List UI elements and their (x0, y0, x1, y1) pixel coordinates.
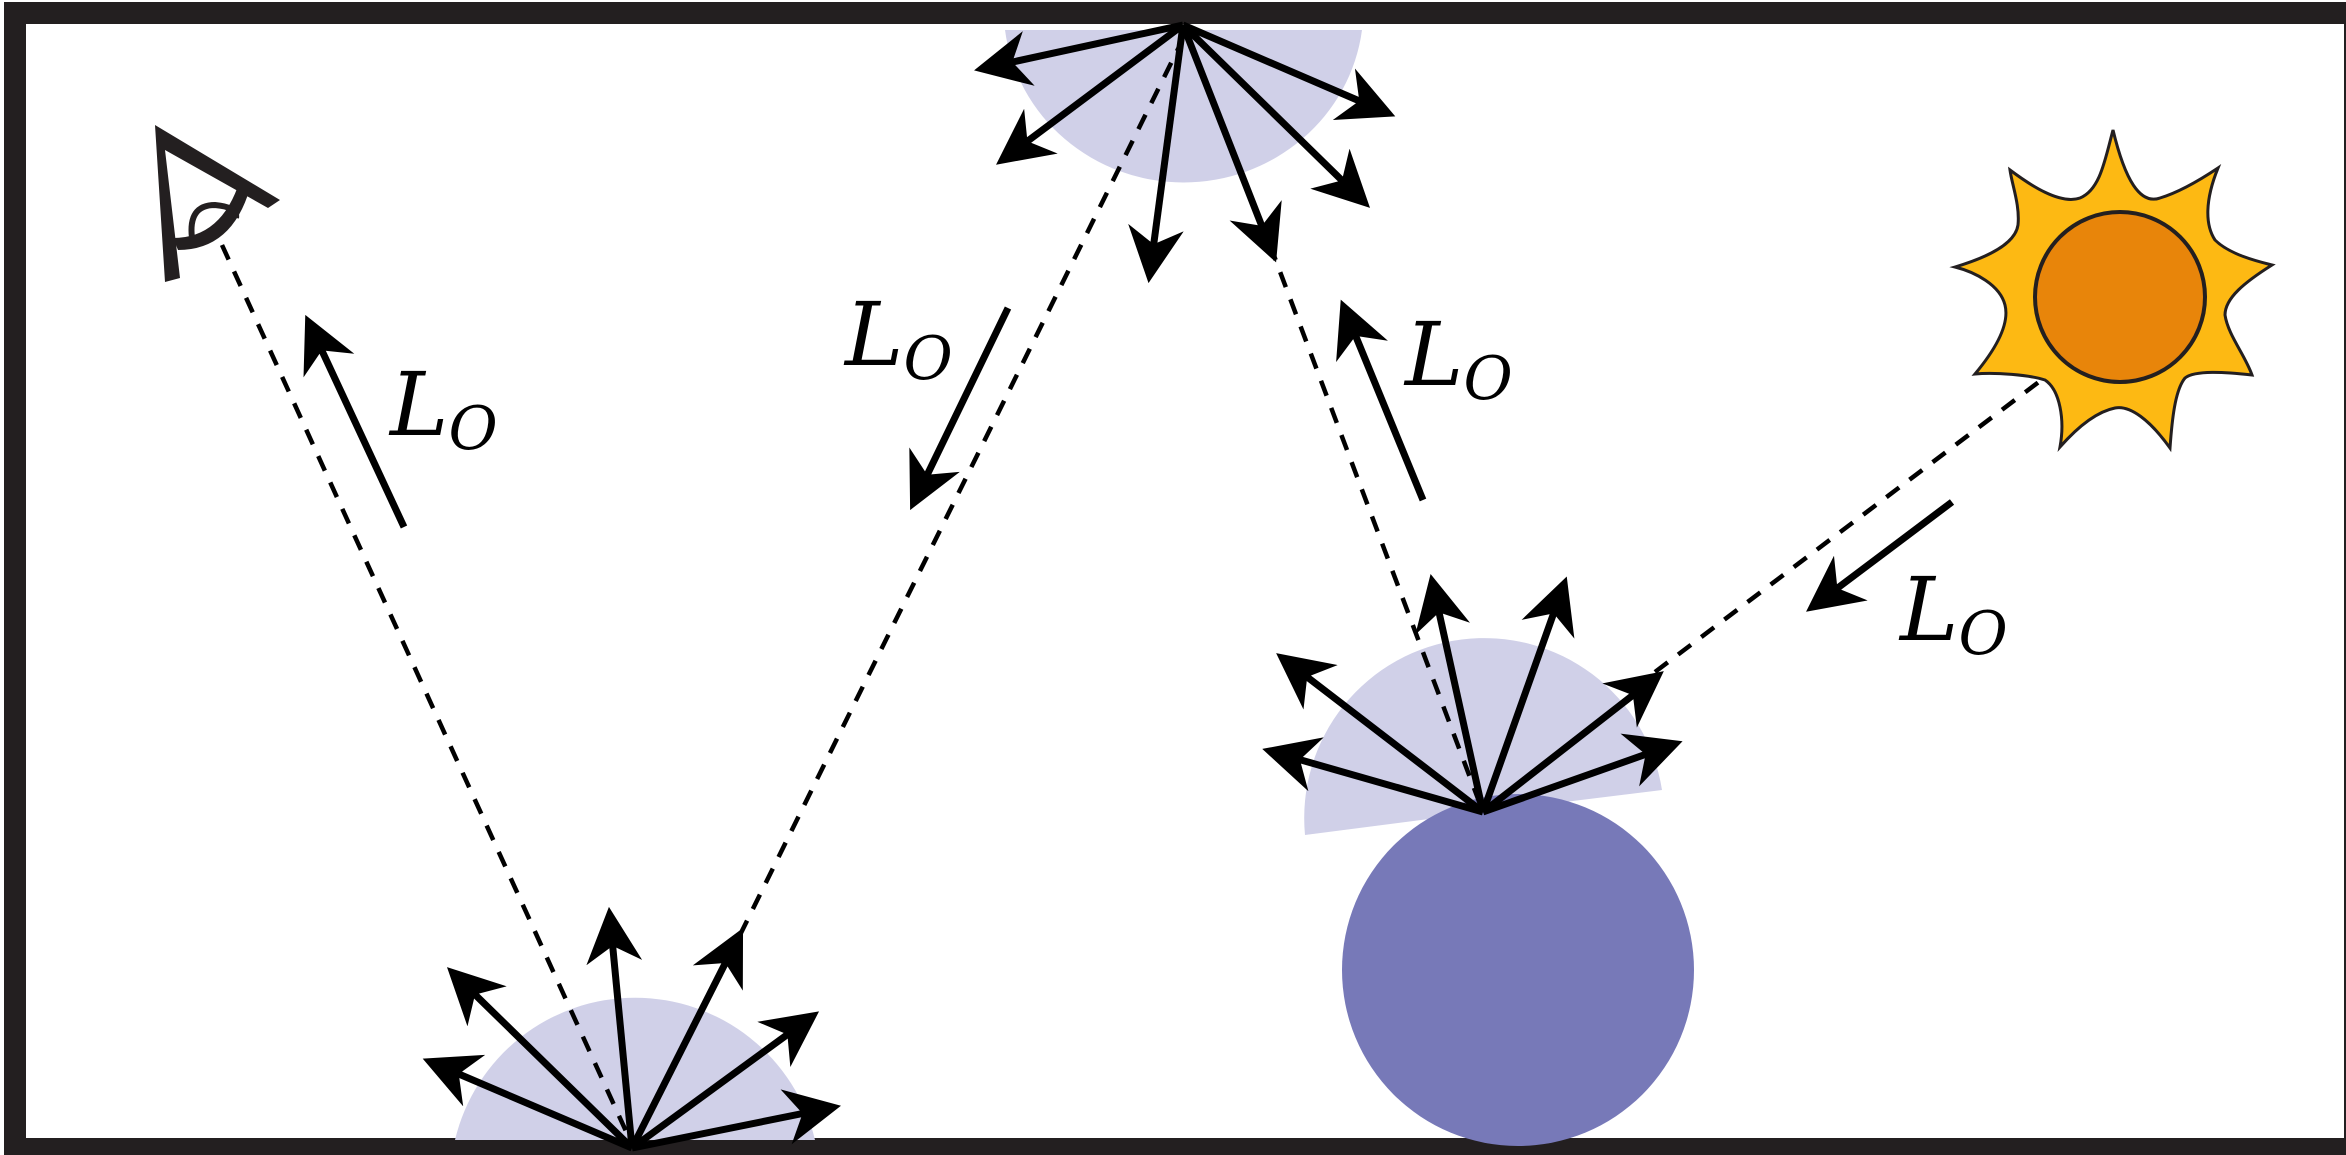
radiance-label-sun: LO (1898, 558, 2008, 669)
light-path (222, 45, 2052, 1140)
light-path-segment-floor-to-ceiling (740, 45, 1180, 935)
scene-frame (15, 13, 2346, 1149)
radiance-label-eye: LO (388, 353, 498, 464)
radiance-label-ceiling-sphere: LO (1403, 303, 1513, 414)
sun-icon (1955, 130, 2272, 448)
radiance-label-floor-ceiling: LO (843, 283, 953, 394)
diffuse-sphere (1342, 794, 1694, 1146)
sun-core (2035, 212, 2205, 382)
eye-icon (155, 125, 280, 282)
